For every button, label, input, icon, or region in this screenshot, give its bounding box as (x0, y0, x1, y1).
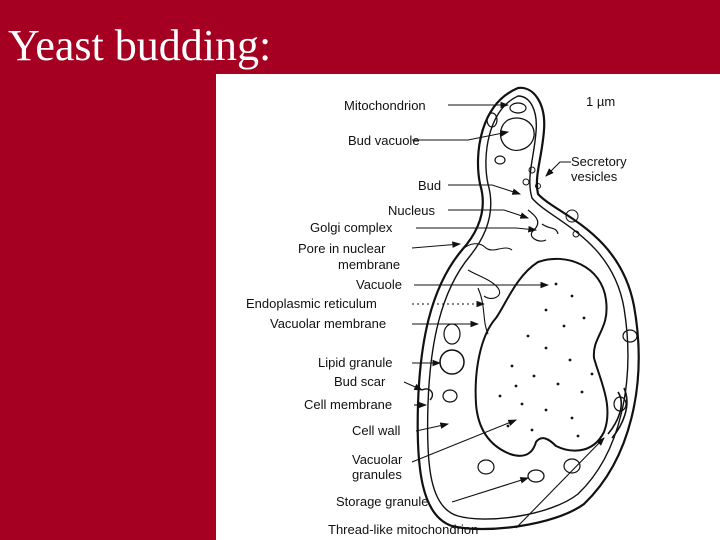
scale-bar-label: 1 µm (586, 94, 615, 109)
label-secretory-vesicles-1: Secretory (571, 154, 627, 169)
cell-membrane-outline (426, 95, 629, 520)
endoplasmic-reticulum-drawing (461, 243, 513, 335)
bud-vacuole-outline (499, 117, 535, 151)
label-secretory-vesicles-2: vesicles (571, 169, 618, 184)
label-bud: Bud (418, 178, 441, 193)
lipid-granule-drawing (439, 349, 465, 375)
label-mitochondrion: Mitochondrion (344, 98, 426, 113)
vacuole-outline (474, 257, 609, 457)
label-vacuolar-granules-2: granules (352, 467, 402, 482)
label-cell-wall: Cell wall (352, 423, 401, 438)
label-golgi-complex: Golgi complex (310, 220, 393, 235)
slide-title: Yeast budding: (8, 21, 272, 70)
label-pore-nuclear-membrane-2: membrane (338, 257, 400, 272)
label-storage-granule: Storage granule (336, 494, 429, 509)
thread-mitochondrion-drawing (607, 387, 628, 439)
vacuolar-granules-dots (498, 282, 594, 438)
label-bud-scar: Bud scar (334, 374, 386, 389)
label-thread-like-mitochondrion: Thread-like mitochondrion (328, 522, 478, 537)
leader-lines (403, 101, 605, 529)
label-endoplasmic-reticulum: Endoplasmic reticulum (246, 296, 377, 311)
bud-mitochondrion (486, 112, 498, 128)
secretory-vesicles-drawing (522, 166, 580, 238)
bud-scar-drawing (421, 388, 434, 401)
diagram-svg: Mitochondrion 1 µm Bud vacuole Secretory… (246, 86, 640, 537)
label-vacuolar-granules-1: Vacuolar (352, 452, 403, 467)
bud-mitochondrion (494, 155, 506, 165)
bud-mitochondrion (509, 102, 527, 114)
label-pore-nuclear-membrane-1: Pore in nuclear (298, 241, 386, 256)
yeast-cell-diagram: Mitochondrion 1 µm Bud vacuole Secretory… (216, 74, 720, 540)
label-vacuole: Vacuole (356, 277, 402, 292)
label-nucleus: Nucleus (388, 203, 435, 218)
cell-wall-outline (416, 86, 640, 531)
label-bud-vacuole: Bud vacuole (348, 133, 420, 148)
label-cell-membrane: Cell membrane (304, 397, 392, 412)
label-lipid-granule: Lipid granule (318, 355, 392, 370)
storage-granule-drawing (527, 469, 545, 483)
label-vacuolar-membrane: Vacuolar membrane (270, 316, 386, 331)
